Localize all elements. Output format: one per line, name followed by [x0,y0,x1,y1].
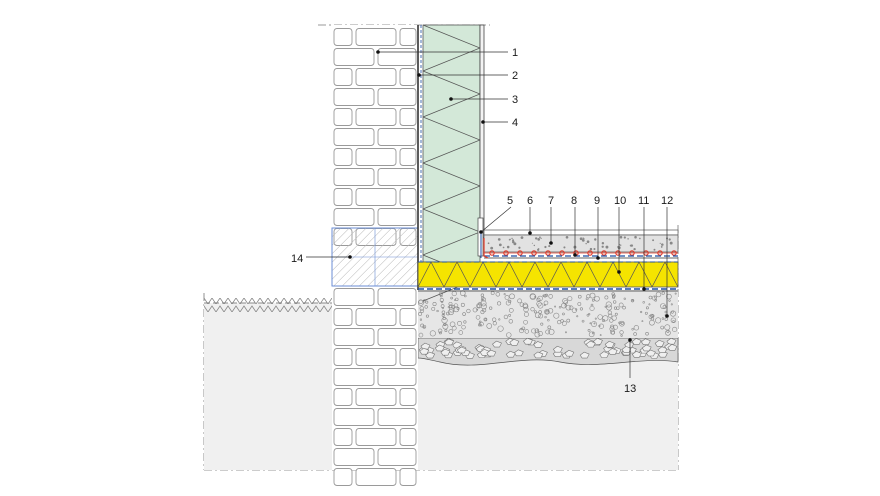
callout-labels: 1 2 3 4 5 6 7 8 9 10 11 12 13 14 [291,47,673,395]
brick [399,28,417,46]
brick [333,468,353,486]
brick [333,188,353,206]
brick [377,48,417,66]
brick [377,88,417,106]
topsoil-hatch [204,298,334,312]
brick [333,208,375,226]
brick [333,48,375,66]
callout-7: 7 [548,195,554,207]
brick [377,408,417,426]
callout-14: 14 [291,253,303,265]
brick [355,148,397,166]
brick [355,468,397,486]
brick [333,408,375,426]
brick [333,68,353,86]
brick [333,348,353,366]
brick [333,388,353,406]
brick [333,148,353,166]
brick [399,308,417,326]
brick [399,348,417,366]
callout-3: 3 [512,94,518,106]
brick [399,188,417,206]
callout-10: 10 [614,195,626,207]
brick [355,308,397,326]
brick [377,368,417,386]
brick [399,68,417,86]
concrete-slab [417,290,678,359]
brick [333,428,353,446]
callout-12: 12 [661,195,673,207]
callout-5: 5 [507,195,513,207]
wall-insulation [422,24,481,302]
leader-lines [306,50,669,378]
floor-build-up [480,229,679,259]
inner-plaster [479,24,485,239]
callout-8: 8 [571,195,577,207]
callout-11: 11 [638,195,649,207]
damp-proof-membrane [418,288,678,292]
brick [377,128,417,146]
cavity-membrane [417,25,422,290]
brick [377,328,417,346]
brick [355,28,397,46]
brick [377,168,417,186]
callout-9: 9 [594,195,600,207]
brick [355,388,397,406]
brick [377,288,417,306]
brick [333,88,375,106]
brick [377,208,417,226]
brick [333,168,375,186]
ground-soil [204,298,678,470]
brick [333,28,353,46]
floor-finish [483,229,679,236]
brick [355,188,397,206]
brick [333,448,375,466]
callout-1: 1 [512,47,518,59]
brick [377,448,417,466]
brick [355,108,397,126]
brick [333,368,375,386]
brick [333,288,375,306]
brick [399,428,417,446]
callout-13: 13 [624,383,636,395]
brick [333,128,375,146]
brick [333,108,353,126]
brick [399,388,417,406]
brick [333,308,353,326]
brick [355,428,397,446]
callout-6: 6 [527,195,533,207]
brick [399,468,417,486]
callout-2: 2 [512,70,518,82]
brick [355,348,397,366]
floor-insulation [417,261,679,288]
brick [399,148,417,166]
brick [399,108,417,126]
brick [355,68,397,86]
callout-4: 4 [512,117,518,129]
brick [333,328,375,346]
